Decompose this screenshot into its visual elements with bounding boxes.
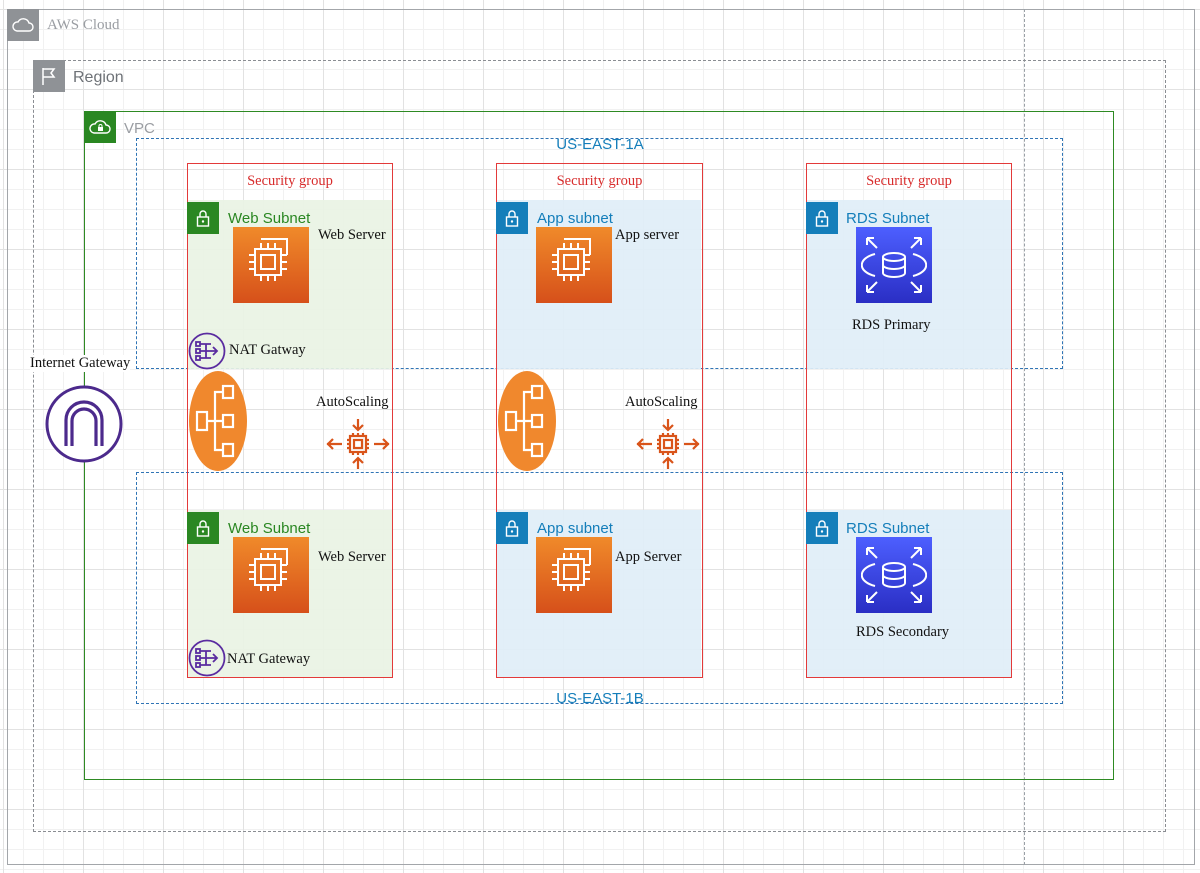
- autoscaling-icon: [636, 418, 700, 470]
- rds-subnet-a-label: RDS Subnet: [846, 210, 930, 227]
- app-subnet-a-label: App subnet: [537, 210, 613, 227]
- web-subnet-b-label: Web Subnet: [228, 520, 311, 537]
- web-server-b-label: Web Server: [318, 549, 386, 565]
- autoscaling-app-label: AutoScaling: [625, 394, 698, 410]
- aws-cloud-group: [7, 9, 1195, 865]
- autoscaling-icon: [326, 418, 390, 470]
- security-group-web-title: Security group: [247, 173, 333, 189]
- load-balancer-icon: [496, 369, 558, 473]
- security-group-rds-title: Security group: [866, 173, 952, 189]
- nat-gateway-icon: [187, 331, 227, 371]
- lock-icon: [496, 202, 528, 234]
- divider-line: [1024, 9, 1025, 865]
- availability-zone-b: [136, 472, 1063, 704]
- app-subnet-b-label: App subnet: [537, 520, 613, 537]
- app-server-b-label: App Server: [615, 549, 682, 565]
- region-group: [33, 60, 1166, 832]
- rds-primary-label: RDS Primary: [852, 317, 931, 333]
- nat-gateway-b-label: NAT Gateway: [227, 651, 311, 667]
- app-server-a-label: App server: [615, 227, 680, 243]
- lock-icon: [806, 202, 838, 234]
- ec2-instance-icon: [536, 227, 612, 303]
- security-group-web: [187, 163, 393, 678]
- rds-secondary-label: RDS Secondary: [856, 624, 950, 640]
- autoscaling-web-label: AutoScaling: [316, 394, 389, 410]
- lock-icon: [187, 512, 219, 544]
- ec2-instance-icon: [233, 537, 309, 613]
- ec2-instance-icon: [233, 227, 309, 303]
- vpc-cloud-lock-icon: [84, 111, 116, 143]
- lock-icon: [187, 202, 219, 234]
- aws-cloud-label: AWS Cloud: [47, 17, 120, 33]
- cloud-icon: [7, 9, 39, 41]
- flag-icon: [33, 60, 65, 92]
- rds-subnet-b-label: RDS Subnet: [846, 520, 930, 537]
- nat-gateway-icon: [187, 638, 227, 678]
- vpc-label: VPC: [124, 120, 155, 137]
- region-label: Region: [73, 69, 124, 86]
- az-a-label: US-EAST-1A: [556, 136, 644, 153]
- az-b-label: US-EAST-1B: [556, 690, 644, 707]
- lock-icon: [806, 512, 838, 544]
- rds-database-icon: [856, 227, 932, 303]
- internet-gateway-icon: [44, 384, 124, 464]
- load-balancer-icon: [187, 369, 249, 473]
- web-subnet-a-label: Web Subnet: [228, 210, 311, 227]
- security-group-rds: [806, 163, 1012, 678]
- internet-gateway-label: Internet Gateway: [30, 355, 131, 372]
- ec2-instance-icon: [536, 537, 612, 613]
- rds-database-icon: [856, 537, 932, 613]
- security-group-app: [496, 163, 703, 678]
- lock-icon: [496, 512, 528, 544]
- nat-gateway-a-label: NAT Gatway: [229, 342, 306, 358]
- security-group-app-title: Security group: [556, 173, 643, 189]
- web-server-a-label: Web Server: [318, 227, 386, 243]
